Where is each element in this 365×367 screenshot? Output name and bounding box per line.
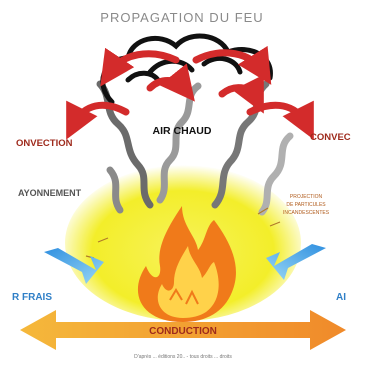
convection-arrow-inner-left [146,63,195,102]
convection-arrows [66,45,314,140]
label-air-chaud: AIR CHAUD [153,125,212,137]
label-air-frais-right: AI [336,292,346,303]
label-convection-right: CONVEC [310,132,351,143]
diagram-title: PROPAGATION DU FEU [100,10,263,25]
convection-arrow-right [246,100,314,140]
footer-credit: D'après ... éditions 20.. - tous droits … [134,354,232,360]
convection-arrow-inner-right [218,74,264,114]
label-projection-line2: DE PARTICULES [286,202,326,208]
fresh-air-arrow-left [44,248,104,284]
conduction-arrow [20,310,346,350]
label-convection-left: ONVECTION [16,138,73,149]
convection-arrow-top-left [100,47,180,87]
flame-icon [137,206,236,322]
label-projection-line1: PROJECTION [290,194,323,200]
label-conduction: CONDUCTION [149,326,217,337]
label-rayonnement: AYONNEMENT [18,188,82,198]
label-air-frais-left: R FRAIS [12,292,52,303]
convection-arrow-top-right [192,45,272,85]
fresh-air-arrow-right [266,244,326,280]
label-projection-line3: INCANDESCENTES [283,210,330,216]
convection-arrow-left [66,100,130,140]
fresh-air-arrows [44,244,326,284]
